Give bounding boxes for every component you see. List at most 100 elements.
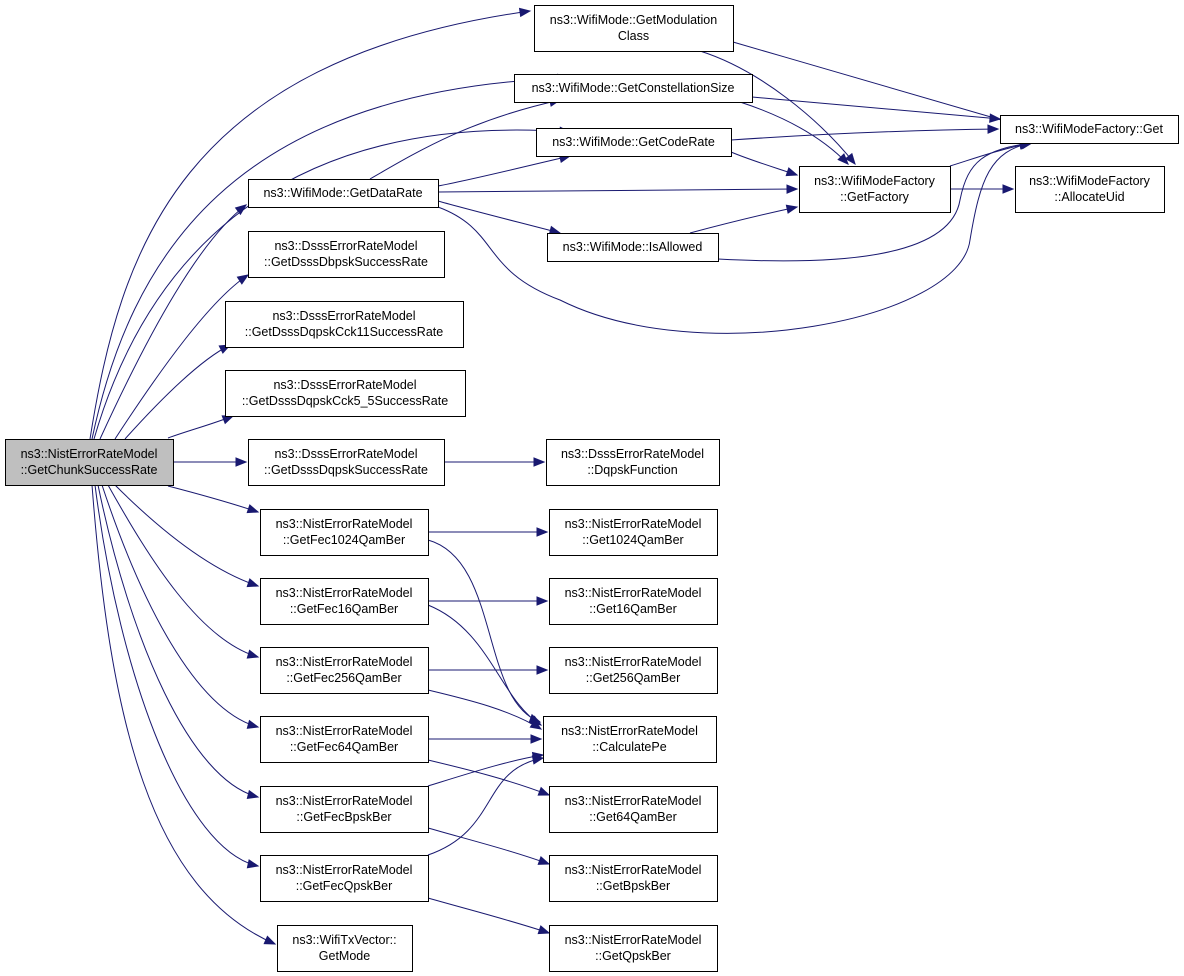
edge-get-data-rate-to-get-code-rate xyxy=(437,153,572,187)
node-label: ns3::DsssErrorRateModel xyxy=(272,309,415,323)
node-label: ns3::NistErrorRateModel xyxy=(276,655,413,669)
edge-line xyxy=(93,129,571,440)
node-get-qpsk[interactable]: ns3::NistErrorRateModel::GetQpskBer xyxy=(549,925,718,972)
node-factory-get[interactable]: ns3::WifiModeFactory::Get xyxy=(1000,115,1179,144)
node-is-allowed[interactable]: ns3::WifiMode::IsAllowed xyxy=(547,233,719,262)
node-get256[interactable]: ns3::NistErrorRateModel::Get256QamBer xyxy=(549,647,718,694)
edge-arrowhead xyxy=(537,855,551,865)
edge-line xyxy=(97,484,259,798)
node-label: ns3::DsssErrorRateModel xyxy=(274,447,417,461)
node-label: ::GetFec1024QamBer xyxy=(283,533,405,547)
edge-root-to-fec16 xyxy=(114,484,260,588)
node-cck11[interactable]: ns3::DsssErrorRateModel::GetDsssDqpskCck… xyxy=(225,301,464,348)
edge-line xyxy=(99,204,247,440)
edge-arrowhead xyxy=(1002,184,1015,194)
edge-get-mod-class-to-get-factory xyxy=(699,50,856,166)
node-dbpsk[interactable]: ns3::DsssErrorRateModel::GetDsssDbpskSuc… xyxy=(248,231,445,278)
node-get-data-rate[interactable]: ns3::WifiMode::GetDataRate xyxy=(248,179,439,208)
edge-line xyxy=(427,757,544,856)
node-label: ::GetFec16QamBer xyxy=(290,602,398,616)
edge-fec-qpsk-to-calc-pe xyxy=(427,755,545,856)
node-box xyxy=(260,716,429,763)
node-alloc-uid[interactable]: ns3::WifiModeFactory::AllocateUid xyxy=(1015,166,1165,213)
edge-line xyxy=(739,101,849,165)
node-label: Class xyxy=(618,29,649,43)
node-box xyxy=(260,647,429,694)
node-tx-get-mode[interactable]: ns3::WifiTxVector::GetMode xyxy=(277,925,413,972)
edge-arrowhead xyxy=(536,527,549,537)
edge-line xyxy=(751,96,1001,120)
node-box xyxy=(225,301,464,348)
node-get64[interactable]: ns3::NistErrorRateModel::Get64QamBer xyxy=(549,786,718,833)
node-get-const-size[interactable]: ns3::WifiMode::GetConstellationSize xyxy=(514,74,753,103)
edge-fec16-to-get16 xyxy=(428,596,549,606)
node-label: ns3::NistErrorRateModel xyxy=(565,517,702,531)
edge-fec64-to-get64 xyxy=(427,759,551,796)
edge-line xyxy=(94,484,259,867)
node-get1024[interactable]: ns3::NistErrorRateModel::Get1024QamBer xyxy=(549,509,718,556)
node-label: ns3::DsssErrorRateModel xyxy=(274,239,417,253)
edge-line xyxy=(427,827,550,865)
edge-line xyxy=(427,754,544,787)
edge-dqpsk-to-dqpsk-fn xyxy=(444,457,546,467)
node-label: ns3::WifiTxVector:: xyxy=(292,933,396,947)
edge-line xyxy=(427,539,541,723)
edge-root-to-tx-get-mode xyxy=(91,484,277,945)
node-calc-pe[interactable]: ns3::NistErrorRateModel::CalculatePe xyxy=(543,716,717,763)
edge-arrowhead xyxy=(537,786,551,796)
node-cck55[interactable]: ns3::DsssErrorRateModel::GetDsssDqpskCck… xyxy=(225,370,466,417)
node-label: ns3::NistErrorRateModel xyxy=(276,794,413,808)
edge-line xyxy=(437,142,1033,334)
edge-root-to-get-mod-class xyxy=(89,7,532,440)
node-box xyxy=(549,509,718,556)
edge-line xyxy=(427,604,542,726)
edge-line xyxy=(437,188,798,193)
node-box xyxy=(1015,166,1165,213)
node-fec1024[interactable]: ns3::NistErrorRateModel::GetFec1024QamBe… xyxy=(260,509,429,556)
edge-arrowhead xyxy=(786,184,799,194)
node-label: ns3::WifiMode::GetModulation xyxy=(550,13,717,27)
edge-line xyxy=(89,10,531,440)
edge-arrowhead xyxy=(529,719,543,730)
node-box xyxy=(549,647,718,694)
node-label: ::GetDsssDbpskSuccessRate xyxy=(264,255,428,269)
node-label: ::GetDsssDqpskCck11SuccessRate xyxy=(245,325,443,339)
node-box xyxy=(546,439,720,486)
node-get-bpsk[interactable]: ns3::NistErrorRateModel::GetBpskBer xyxy=(549,855,718,902)
node-dqpsk[interactable]: ns3::DsssErrorRateModel::GetDsssDqpskSuc… xyxy=(248,439,445,486)
node-box xyxy=(248,231,445,278)
node-box xyxy=(260,855,429,902)
edge-get-data-rate-to-is-allowed xyxy=(437,200,562,235)
edge-arrowhead xyxy=(246,504,260,514)
node-label: ns3::DsssErrorRateModel xyxy=(273,378,416,392)
edge-line xyxy=(437,155,571,187)
node-dqpsk-fn[interactable]: ns3::DsssErrorRateModel::DqpskFunction xyxy=(546,439,720,486)
node-label: ns3::NistErrorRateModel xyxy=(565,655,702,669)
node-get16[interactable]: ns3::NistErrorRateModel::Get16QamBer xyxy=(549,578,718,625)
edge-fec16-to-calc-pe xyxy=(427,604,543,726)
node-label: ns3::NistErrorRateModel xyxy=(276,586,413,600)
node-label: ::AllocateUid xyxy=(1054,190,1124,204)
node-fec64[interactable]: ns3::NistErrorRateModel::GetFec64QamBer xyxy=(260,716,429,763)
node-get-factory[interactable]: ns3::WifiModeFactory::GetFactory xyxy=(799,166,951,213)
edge-arrowhead xyxy=(536,665,549,675)
node-fec-bpsk[interactable]: ns3::NistErrorRateModel::GetFecBpskBer xyxy=(260,786,429,833)
node-label: ::Get64QamBer xyxy=(589,810,677,824)
node-label: ns3::NistErrorRateModel xyxy=(565,586,702,600)
node-root[interactable]: ns3::NistErrorRateModel::GetChunkSuccess… xyxy=(5,439,174,486)
node-label: ::GetFactory xyxy=(840,190,910,204)
edge-get-data-rate-to-get-factory xyxy=(437,184,799,194)
node-get-code-rate[interactable]: ns3::WifiMode::GetCodeRate xyxy=(536,128,732,157)
node-label: ::GetDsssDqpskSuccessRate xyxy=(264,463,428,477)
node-label: ns3::WifiMode::GetCodeRate xyxy=(552,135,715,149)
edge-arrowhead xyxy=(246,578,260,588)
node-label: ns3::WifiMode::IsAllowed xyxy=(563,240,703,254)
node-fec256[interactable]: ns3::NistErrorRateModel::GetFec256QamBer xyxy=(260,647,429,694)
edge-root-to-fec64 xyxy=(101,484,260,729)
node-fec-qpsk[interactable]: ns3::NistErrorRateModel::GetFecQpskBer xyxy=(260,855,429,902)
edge-line xyxy=(107,484,259,658)
node-label: ns3::NistErrorRateModel xyxy=(21,447,158,461)
node-label: ::Get1024QamBer xyxy=(582,533,683,547)
node-fec16[interactable]: ns3::NistErrorRateModel::GetFec16QamBer xyxy=(260,578,429,625)
